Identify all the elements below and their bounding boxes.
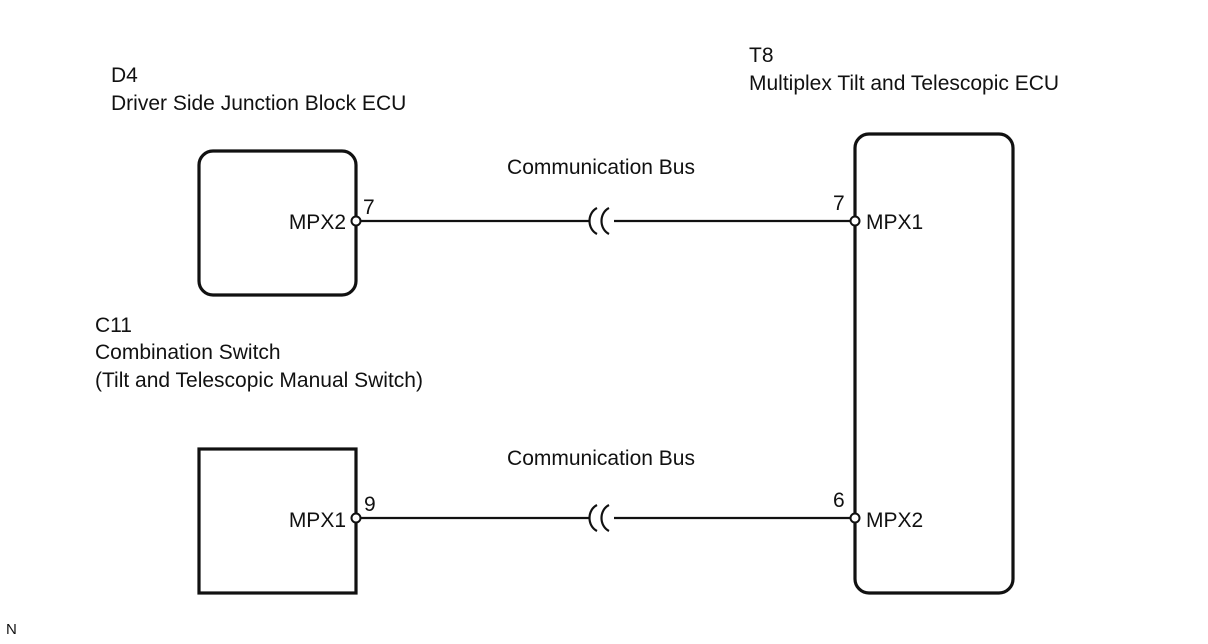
t8-pin-6-terminal bbox=[849, 512, 861, 524]
t8-pin-bottom-number: 6 bbox=[833, 489, 845, 512]
d4-pin-7-terminal bbox=[350, 215, 362, 227]
c11-pin-number: 9 bbox=[364, 493, 376, 516]
d4-code: D4 bbox=[111, 64, 138, 87]
bottom-bus-break-right bbox=[600, 504, 610, 532]
t8-box bbox=[853, 132, 1015, 595]
t8-component: T8 Multiplex Tilt and Telescopic ECU MPX… bbox=[749, 44, 1059, 595]
t8-pin-7-terminal bbox=[849, 215, 861, 227]
t8-terminal-bottom-label: MPX2 bbox=[866, 509, 923, 532]
top-communication-bus: Communication Bus bbox=[350, 156, 861, 235]
bottom-communication-bus: Communication Bus bbox=[350, 447, 861, 532]
bottom-bus-break-left bbox=[588, 504, 598, 532]
bottom-bus-label: Communication Bus bbox=[507, 447, 695, 470]
c11-terminal-label: MPX1 bbox=[289, 509, 346, 532]
c11-subname: (Tilt and Telescopic Manual Switch) bbox=[95, 369, 423, 392]
t8-code: T8 bbox=[749, 44, 774, 67]
t8-terminal-top-label: MPX1 bbox=[866, 211, 923, 234]
d4-name: Driver Side Junction Block ECU bbox=[111, 92, 406, 115]
corner-mark: N bbox=[6, 621, 17, 638]
top-bus-break-right bbox=[600, 207, 610, 235]
top-bus-break-left bbox=[588, 207, 598, 235]
d4-pin-number: 7 bbox=[363, 196, 375, 219]
d4-component: D4 Driver Side Junction Block ECU MPX2 7 bbox=[111, 64, 406, 297]
c11-name: Combination Switch bbox=[95, 341, 281, 364]
t8-name: Multiplex Tilt and Telescopic ECU bbox=[749, 72, 1059, 95]
c11-pin-9-terminal bbox=[350, 512, 362, 524]
t8-pin-top-number: 7 bbox=[833, 192, 845, 215]
c11-code: C11 bbox=[95, 314, 132, 337]
c11-component: C11 Combination Switch (Tilt and Telesco… bbox=[95, 314, 423, 595]
d4-terminal-label: MPX2 bbox=[289, 211, 346, 234]
top-bus-label: Communication Bus bbox=[507, 156, 695, 179]
